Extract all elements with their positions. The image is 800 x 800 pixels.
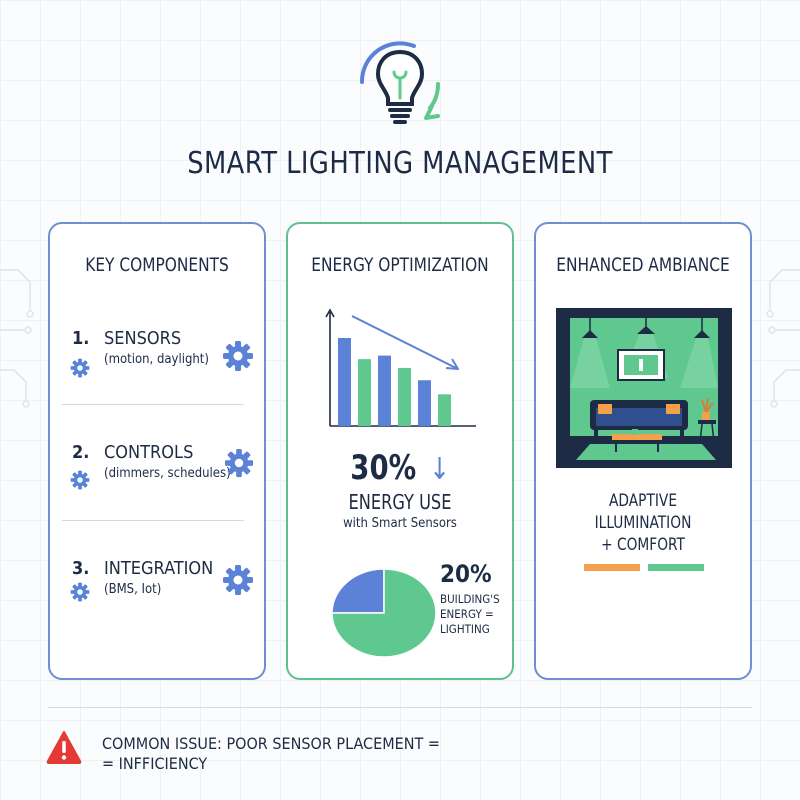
pie-stat-value: 20%: [440, 560, 492, 588]
accent-bar-green: [648, 564, 704, 571]
pie-caption-line: LIGHTING: [440, 622, 490, 636]
down-arrow-icon: ↓: [429, 452, 450, 487]
bar: [338, 338, 351, 426]
footer-warning: COMMON ISSUE: POOR SENSOR PLACEMENT = = …: [102, 734, 440, 774]
energy-optimization-title: ENERGY OPTIMIZATION: [311, 254, 489, 276]
bar: [358, 359, 371, 426]
circuit-decoration-right: [766, 269, 800, 408]
component-number: 3.: [72, 558, 90, 579]
pie-caption-line: ENERGY =: [440, 607, 494, 621]
enhanced-ambiance-card: ENHANCED AMBIANCE: [534, 222, 752, 680]
trend-arrow: [351, 315, 459, 370]
energy-stat: 30% ↓: [299, 448, 501, 488]
pie-caption-line: BUILDING'S: [440, 592, 500, 606]
bar: [438, 394, 451, 426]
accent-bar-orange: [584, 564, 640, 571]
bar: [418, 380, 431, 426]
ambiance-caption-line: ADAPTIVE: [608, 491, 678, 511]
circuit-decoration-left: [0, 269, 34, 408]
footer-divider: [48, 707, 752, 708]
pie-chart: [332, 568, 436, 658]
gear-icon: [223, 341, 253, 371]
component-name-sensors: SENSORS: [104, 328, 182, 349]
divider: [62, 520, 244, 521]
ambiance-caption: ADAPTIVE ILLUMINATION + COMFORT: [547, 490, 740, 556]
component-detail-controls: (dimmers, schedules): [104, 466, 231, 481]
key-components-title: KEY COMPONENTS: [85, 254, 229, 276]
component-detail-sensors: (motion, daylight): [104, 352, 209, 367]
pie-stat-caption: BUILDING'S ENERGY = LIGHTING: [440, 592, 500, 637]
component-number: 2.: [72, 442, 90, 463]
page-title: SMART LIGHTING MANAGEMENT: [187, 146, 613, 181]
lightbulb-icon: [359, 41, 441, 124]
key-components-card: KEY COMPONENTS 1. SENSORS (motion, dayli…: [48, 222, 266, 680]
component-name-controls: CONTROLS: [104, 442, 194, 463]
enhanced-ambiance-title: ENHANCED AMBIANCE: [556, 254, 730, 276]
energy-stat-sub: with Smart Sensors: [343, 516, 457, 531]
gear-icon: [223, 565, 253, 595]
divider: [62, 404, 244, 405]
gear-icon: [70, 582, 90, 602]
warning-icon: [46, 731, 82, 764]
energy-optimization-card: ENERGY OPTIMIZATION 30% ↓ ENERGY USE wit…: [286, 222, 514, 680]
pie-slice-other: [332, 568, 436, 658]
gear-icon: [70, 358, 90, 378]
bar: [378, 355, 391, 426]
footer-warning-line: COMMON ISSUE: POOR SENSOR PLACEMENT =: [102, 734, 440, 753]
gear-icon: [70, 470, 90, 490]
bar-chart: [325, 308, 476, 427]
pie-slice-lighting: [332, 568, 385, 614]
ambiance-caption-line: + COMFORT: [601, 535, 685, 555]
footer-warning-line: = INFFICIENCY: [102, 754, 208, 773]
component-name-integration: INTEGRATION: [104, 558, 214, 579]
component-detail-integration: (BMS, Iot): [104, 582, 162, 597]
energy-stat-value: 30%: [350, 448, 417, 488]
ambiance-caption-line: ILLUMINATION: [594, 513, 692, 533]
gear-icon: [224, 448, 254, 478]
energy-stat-label: ENERGY USE: [348, 490, 452, 514]
component-number: 1.: [72, 328, 90, 349]
bar: [398, 367, 411, 426]
living-room-illustration: [556, 308, 732, 468]
